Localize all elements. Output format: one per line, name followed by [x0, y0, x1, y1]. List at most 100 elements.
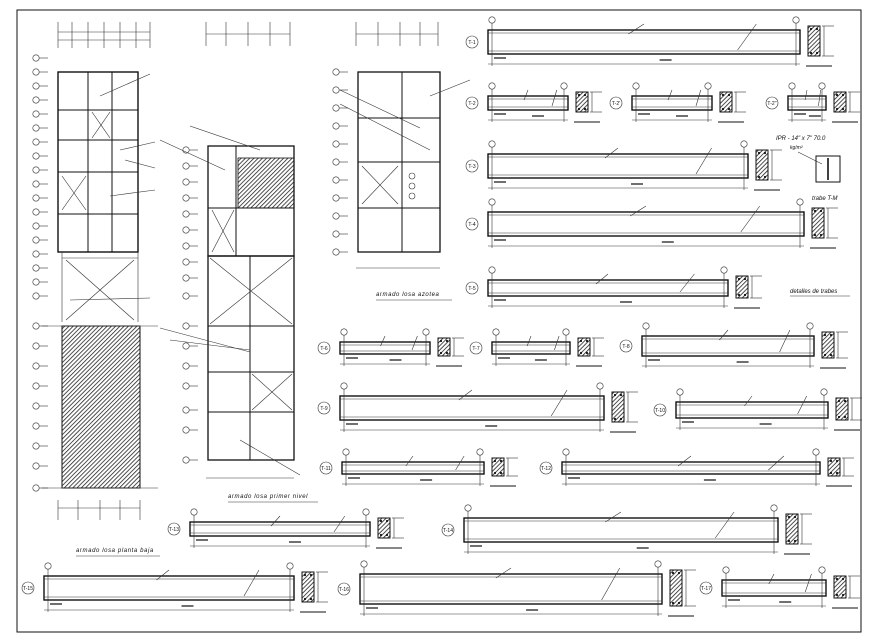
beam-id-label: T-2''	[767, 101, 776, 107]
beam-id-bubble	[539, 461, 553, 475]
beam-elevation	[561, 461, 821, 475]
beam-id-label: T-8	[622, 344, 629, 350]
beam-id-label: T-2'	[612, 101, 620, 107]
beam-elevation	[359, 573, 663, 605]
beam-elevation	[43, 575, 295, 601]
beam-elevation	[641, 335, 815, 357]
ipr-note-line1: IPR - 14" x 7" 70.0	[776, 136, 826, 142]
beam-id-bubble	[167, 522, 181, 536]
beam-elevation	[341, 461, 485, 475]
beam-id-bubble	[469, 341, 483, 355]
beam-section	[719, 91, 733, 113]
beam-t-7: T-7	[469, 328, 604, 367]
beam-elevation	[339, 395, 605, 421]
axis-bubble	[332, 68, 340, 76]
beam-section	[785, 513, 799, 545]
beam-section	[811, 207, 825, 239]
beam-t-13: T-13	[167, 508, 404, 549]
beam-id-label: T-13	[169, 527, 179, 533]
beam-elevation	[487, 95, 569, 111]
beam-id-label: T-1	[468, 40, 475, 46]
beam-id-bubble	[441, 523, 455, 537]
beam-id-label: T-2	[468, 101, 475, 107]
beam-id-label: T-11	[321, 466, 331, 472]
axis-bubble	[332, 230, 340, 238]
beam-id-bubble	[699, 581, 713, 595]
beam-id-label: T-15	[23, 586, 33, 592]
beam-t-9: T-9	[317, 382, 638, 433]
beam-t-2: T-2	[465, 82, 602, 123]
title-azotea: armado losa azotea	[376, 292, 440, 298]
beam-id-bubble	[21, 581, 35, 595]
title-planta-baja: armado losa planta baja	[76, 548, 154, 554]
axis-bubble	[332, 212, 340, 220]
axis-bubble	[332, 158, 340, 166]
beam-elevation	[491, 341, 571, 355]
beam-elevation	[189, 521, 371, 537]
beam-elevation	[487, 279, 729, 297]
beam-id-label: T-12	[541, 466, 551, 472]
ipr-note-line2: kg/m²	[790, 145, 803, 151]
beam-t-2p: T-2'	[609, 82, 746, 123]
beam-id-label: T-7	[472, 346, 479, 352]
beam-elevation	[721, 579, 827, 597]
beam-elevation	[631, 95, 713, 111]
beam-id-label: T-5	[468, 286, 475, 292]
beam-t-4: T-4	[465, 198, 838, 249]
stair-hatch	[237, 157, 295, 209]
beam-section	[377, 517, 391, 539]
beam-details: T-1T-2 T-2' T-2'' T-3T-4T-5T-6 T-7 T-8T-9 T-10…	[21, 16, 862, 617]
plan-azotea: armado losa azotea	[332, 22, 471, 301]
axis-bubble	[332, 122, 340, 130]
beam-elevation	[339, 341, 431, 355]
beam-elevation	[487, 211, 805, 237]
beam-id-bubble	[765, 96, 779, 110]
beam-t-15: T-15	[21, 562, 328, 613]
beam-section	[835, 397, 849, 421]
axis-bubble	[332, 86, 340, 94]
beam-id-label: T-10	[655, 408, 665, 414]
beam-id-bubble	[465, 159, 479, 173]
beam-elevation	[487, 153, 749, 179]
beam-id-bubble	[337, 582, 351, 596]
beam-id-bubble	[619, 339, 633, 353]
beam-t-16: T-16	[337, 560, 696, 617]
beam-t-8: T-8	[619, 322, 848, 369]
beam-section	[735, 275, 749, 299]
beam-id-label: T-17	[701, 586, 711, 592]
beam-t-3: T-3	[465, 140, 782, 191]
beam-t-6: T-6	[317, 328, 464, 367]
beam-section	[833, 91, 847, 113]
plan-primer-nivel: armado losa primer nivel	[159, 22, 318, 503]
beam-elevation	[487, 29, 801, 55]
beam-t-1: T-1	[465, 16, 834, 67]
axis-bubble	[332, 140, 340, 148]
beam-section	[301, 571, 315, 603]
beam-elevation	[675, 401, 829, 419]
beam-id-label: T-6	[320, 346, 327, 352]
beam-t-17: T-17	[699, 566, 860, 609]
beam-id-bubble	[465, 217, 479, 231]
beam-elevation	[787, 95, 827, 111]
beam-section	[669, 569, 683, 607]
axis-bubble	[332, 194, 340, 202]
title-primer-nivel: armado losa primer nivel	[228, 494, 308, 500]
beam-t-10: T-10	[653, 388, 862, 431]
beam-id-label: T-3	[468, 164, 475, 170]
beam-section	[755, 149, 769, 181]
slab-hatch	[61, 325, 141, 489]
sheet-border	[16, 9, 862, 633]
beam-id-label: T-9	[320, 406, 327, 412]
beam-t-5: T-5	[465, 266, 762, 309]
beam-id-bubble	[319, 461, 333, 475]
ipr-note: IPR - 14" x 7" 70.0 kg/m² trabe T-M	[776, 136, 841, 202]
beam-id-bubble	[465, 35, 479, 49]
axis-bubble	[332, 248, 340, 256]
beam-section	[807, 25, 821, 57]
ipr-section	[815, 155, 841, 183]
plan-planta-baja: armado losa planta baja	[32, 22, 160, 557]
beam-t-2pp: T-2''	[765, 82, 860, 123]
beam-t-12: T-12	[539, 448, 854, 487]
beam-t-14: T-14	[441, 504, 812, 555]
beam-id-label: T-4	[468, 222, 475, 228]
